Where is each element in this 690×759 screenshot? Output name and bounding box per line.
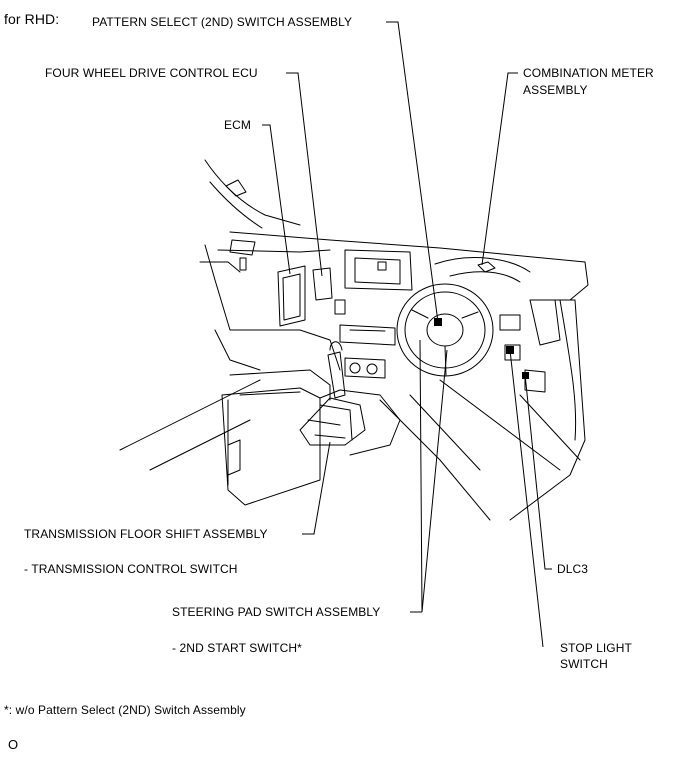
callout-combination-meter-line2: ASSEMBLY (523, 83, 588, 97)
figure-code: O (8, 737, 19, 752)
callout-stop-light-line2: SWITCH (560, 657, 608, 671)
callout-ecm: ECM (224, 118, 251, 132)
callout-pattern-select: PATTERN SELECT (2ND) SWITCH ASSEMBLY (92, 15, 353, 29)
header-label: for RHD: (4, 11, 60, 27)
callout-second-start-switch: - 2ND START SWITCH* (172, 641, 302, 655)
footnote: *: w/o Pattern Select (2ND) Switch Assem… (4, 703, 246, 717)
callout-four-wheel-ecu: FOUR WHEEL DRIVE CONTROL ECU (45, 66, 258, 80)
callout-transmission-control-switch: - TRANSMISSION CONTROL SWITCH (24, 562, 238, 576)
callout-transmission-floor-shift: TRANSMISSION FLOOR SHIFT ASSEMBLY (24, 527, 268, 541)
callout-combination-meter-line1: COMBINATION METER (523, 66, 654, 80)
callout-stop-light-line1: STOP LIGHT (560, 641, 632, 655)
callout-dlc3: DLC3 (557, 562, 589, 576)
callout-steering-pad-switch: STEERING PAD SWITCH ASSEMBLY (172, 605, 381, 619)
